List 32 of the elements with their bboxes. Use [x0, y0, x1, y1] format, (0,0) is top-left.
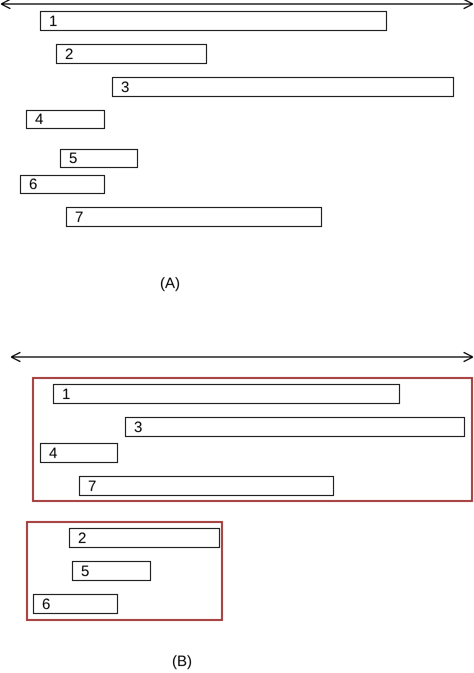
- bar-number: 5: [69, 151, 78, 166]
- bar-number: 7: [88, 478, 96, 494]
- bar: [40, 11, 387, 31]
- bar-number: 1: [62, 386, 70, 402]
- bar-number: 3: [121, 80, 130, 94]
- bar-number: 1: [49, 14, 58, 28]
- group-frame: [26, 521, 223, 621]
- panel-label: (B): [172, 654, 192, 669]
- bar-number: 4: [35, 112, 44, 127]
- bar-number: 6: [42, 596, 50, 612]
- bar-number: 4: [49, 446, 58, 460]
- bar-number: 6: [29, 177, 38, 192]
- group-frame: [32, 377, 473, 502]
- panel-label: (A): [160, 276, 180, 291]
- bar: [60, 149, 138, 168]
- bar: [66, 207, 322, 227]
- bar-number: 7: [75, 210, 84, 224]
- bar-number: 5: [81, 564, 90, 578]
- bar: [53, 384, 400, 404]
- bar: [56, 44, 207, 64]
- bar: [33, 594, 118, 614]
- bar: [26, 110, 105, 129]
- bar: [40, 443, 118, 463]
- bar-number: 3: [134, 420, 142, 434]
- bar: [125, 417, 465, 437]
- bar: [79, 476, 334, 496]
- bar: [69, 528, 220, 548]
- bar-number: 2: [65, 46, 74, 62]
- bar: [20, 175, 105, 194]
- bar: [112, 77, 454, 97]
- bar-number: 2: [78, 530, 86, 546]
- bar: [72, 561, 151, 581]
